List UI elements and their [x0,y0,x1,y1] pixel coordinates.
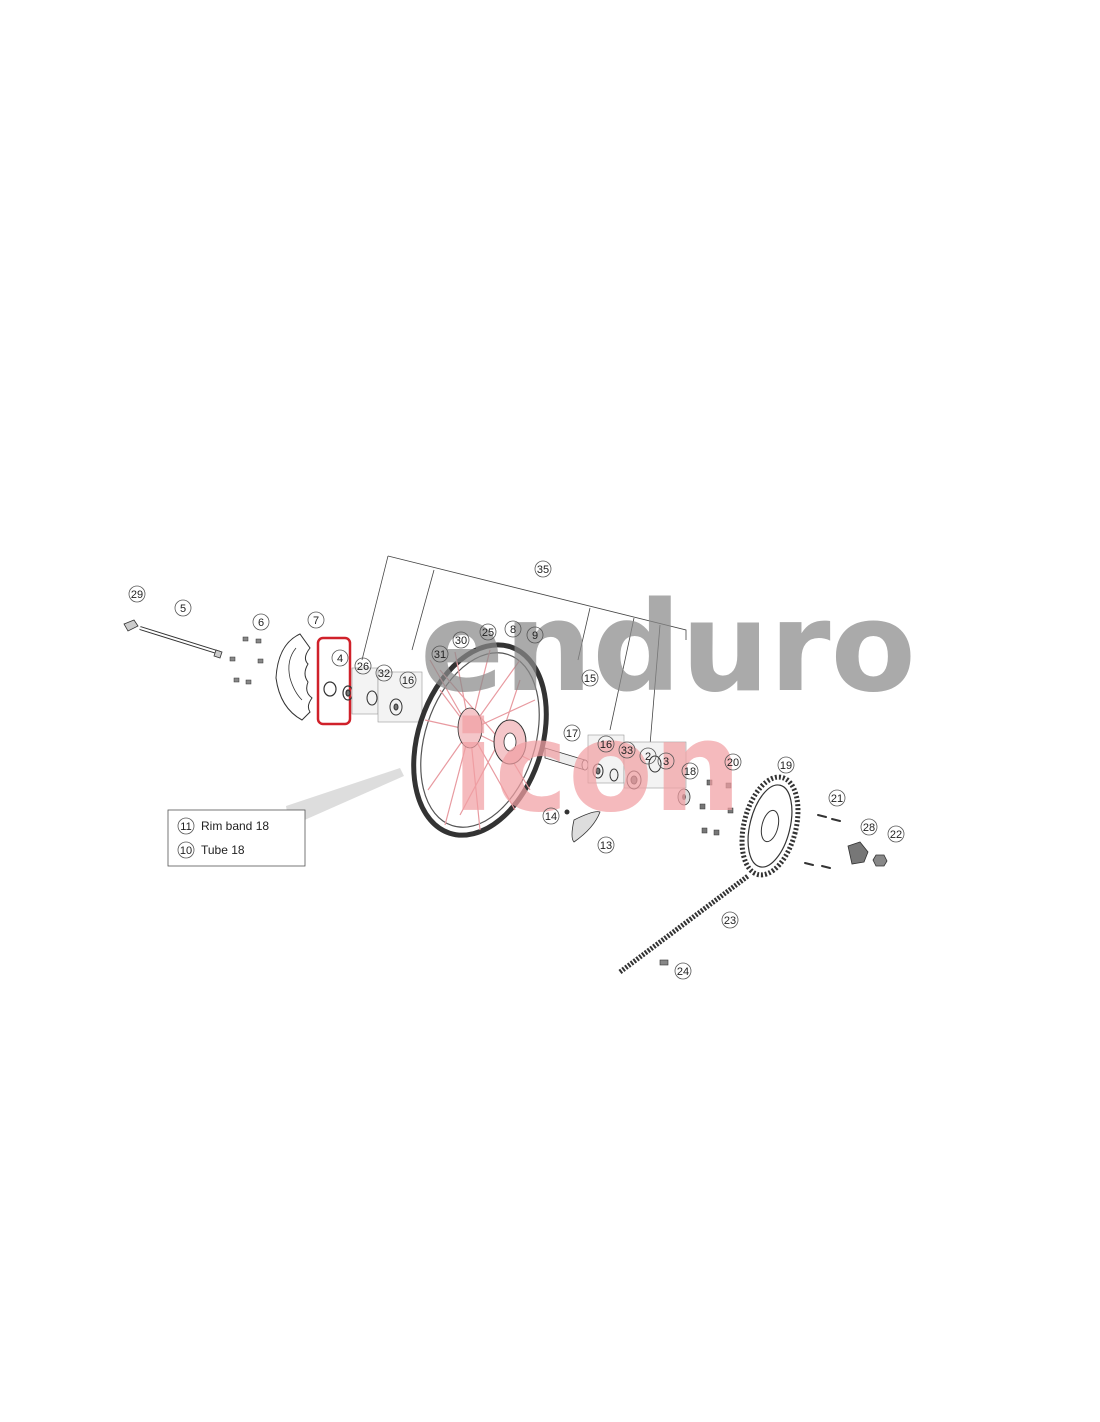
hub-spacer [544,747,589,771]
callout-16b: 16 [597,735,615,753]
callout-33: 33 [618,741,636,759]
callout-19: 19 [777,756,795,774]
callout-7: 7 [307,611,325,629]
svg-text:23: 23 [724,915,736,927]
callout-21: 21 [828,789,846,807]
svg-text:20: 20 [727,757,739,769]
callout-2: 2 [639,747,657,765]
chain-guide [564,809,601,843]
svg-text:10: 10 [180,845,192,857]
callout-22: 22 [887,825,905,843]
callout-17: 17 [563,724,581,742]
svg-text:25: 25 [482,627,494,639]
svg-text:33: 33 [621,745,633,757]
callout-20: 20 [724,753,742,771]
callout-8: 8 [504,620,522,638]
svg-text:16: 16 [600,739,612,751]
svg-text:3: 3 [663,756,669,768]
left-spacers [351,667,423,723]
callout-3: 3 [657,752,675,770]
svg-text:32: 32 [378,668,390,680]
sprocket-spacer [677,788,691,806]
callout-31: 31 [431,645,449,663]
legend-item-tube: 10 Tube 18 [177,841,245,859]
svg-text:11: 11 [180,821,191,833]
svg-text:2: 2 [645,751,651,763]
callout-35: 35 [534,560,552,578]
callout-29: 29 [128,585,146,603]
highlight-box-part-4 [316,636,352,726]
callout-28: 28 [860,818,878,836]
legend-item-rim-band: 11 Rim band 18 [177,817,269,835]
svg-text:24: 24 [677,966,689,978]
disc-bolts [229,636,264,685]
callout-23: 23 [721,911,739,929]
svg-text:22: 22 [890,829,902,841]
chain-adjuster [847,841,888,867]
callout-24: 24 [674,962,692,980]
svg-text:4: 4 [337,653,343,665]
callout-18: 18 [681,762,699,780]
callout-30: 30 [452,631,470,649]
right-bearings [587,734,687,790]
callout-26: 26 [354,657,372,675]
callout-16a: 16 [399,671,417,689]
watermark: enduro icon [420,576,916,840]
callout-15: 15 [581,669,599,687]
callout-25: 25 [479,623,497,641]
svg-text:21: 21 [831,793,843,805]
callout-9: 9 [526,626,544,644]
drive-chain [618,874,750,974]
svg-text:28: 28 [863,822,875,834]
rear-sprocket [739,774,801,878]
svg-text:Rim band 18: Rim band 18 [201,819,269,833]
svg-text:6: 6 [258,617,264,629]
svg-text:7: 7 [313,615,319,627]
callout-13: 13 [597,836,615,854]
svg-text:5: 5 [180,603,186,615]
svg-text:15: 15 [584,673,596,685]
callout-5: 5 [174,599,192,617]
rear-axle [123,619,223,659]
svg-text:17: 17 [566,728,578,740]
rear-wheel [411,642,549,838]
svg-text:30: 30 [455,635,467,647]
callout-4: 4 [331,649,349,667]
svg-text:19: 19 [780,760,792,772]
watermark-enduro: enduro [420,576,916,720]
callout-bubbles: 29 5 6 7 4 26 32 16 31 30 25 8 9 35 15 1… [128,560,905,980]
legend-box: 11 Rim band 18 10 Tube 18 [167,809,306,867]
callout-6: 6 [252,613,270,631]
motion-streak [286,768,404,822]
brake-disc [275,633,313,721]
svg-text:29: 29 [131,589,143,601]
svg-text:9: 9 [532,630,538,642]
sprocket-nuts [699,779,734,836]
part-4-bearings [323,681,354,701]
svg-text:16: 16 [402,675,414,687]
watermark-icon: icon [452,696,741,840]
sprocket-bolts [804,814,841,869]
svg-text:8: 8 [510,624,516,636]
callout-32: 32 [375,664,393,682]
master-link [659,959,669,966]
svg-text:13: 13 [600,840,612,852]
svg-text:18: 18 [684,766,696,778]
svg-text:35: 35 [537,564,549,576]
svg-text:31: 31 [434,649,446,661]
svg-text:14: 14 [545,811,557,823]
svg-text:Tube 18: Tube 18 [201,843,245,857]
callout-14: 14 [542,807,560,825]
assembly-bracket-35 [361,555,687,746]
svg-text:26: 26 [357,661,369,673]
